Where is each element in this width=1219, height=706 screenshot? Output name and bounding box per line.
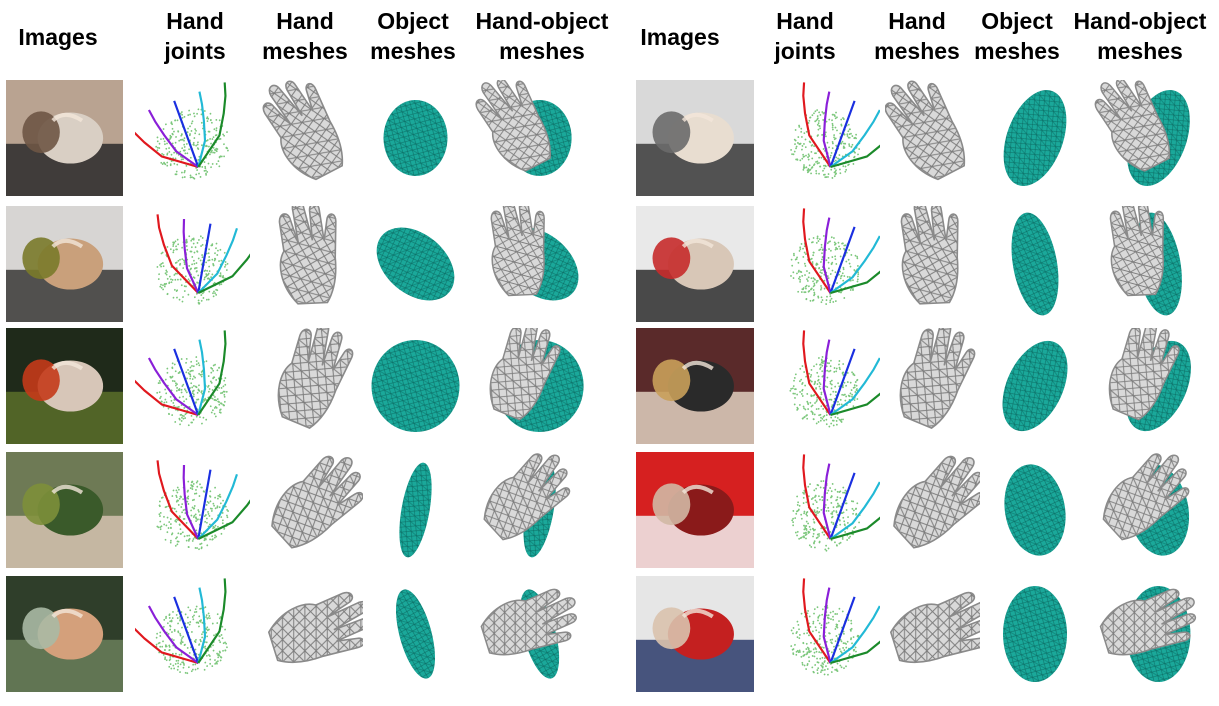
hand-skeleton bbox=[780, 578, 880, 681]
hand-joints-left-2 bbox=[135, 206, 250, 322]
object-mesh-right-3 bbox=[990, 328, 1080, 444]
header-images-left: Images bbox=[8, 22, 108, 52]
input-image-right-3 bbox=[636, 328, 754, 444]
object-mesh bbox=[990, 331, 1080, 442]
object-mesh bbox=[992, 81, 1079, 194]
hand-joints-left-3 bbox=[135, 328, 250, 444]
input-image-right-2 bbox=[636, 206, 754, 322]
hand-mesh-left-2 bbox=[258, 206, 363, 322]
hand-joints-right-5 bbox=[770, 576, 880, 692]
hand-mesh bbox=[885, 452, 980, 565]
object-mesh-left-5 bbox=[368, 576, 463, 692]
hand-skeleton bbox=[780, 82, 880, 185]
object-mesh bbox=[372, 340, 460, 432]
hand-mesh bbox=[261, 452, 363, 565]
hand-mesh bbox=[264, 206, 356, 312]
hand-mesh bbox=[273, 328, 357, 433]
input-image-left-5 bbox=[6, 576, 123, 692]
hand-object-mesh-left-5 bbox=[470, 576, 590, 692]
object-mesh-left-2 bbox=[368, 206, 463, 322]
header-hand-meshes-left: Hand meshes bbox=[250, 6, 360, 66]
hand-mesh-right-3 bbox=[885, 328, 980, 444]
header-hand-object-meshes-left: Hand-object meshes bbox=[462, 6, 622, 66]
hand-skeleton bbox=[135, 330, 249, 433]
input-image-right-5 bbox=[636, 576, 754, 692]
object-mesh bbox=[368, 213, 463, 316]
header-object-meshes-right: Object meshes bbox=[962, 6, 1072, 66]
hand-object-mesh-right-3 bbox=[1090, 328, 1208, 444]
hand-mesh bbox=[886, 206, 978, 312]
object-mesh bbox=[388, 585, 443, 682]
hand-object-mesh-right-5 bbox=[1090, 576, 1208, 692]
point-cloud bbox=[146, 225, 239, 316]
hand-skeleton bbox=[145, 214, 250, 302]
hand-mesh bbox=[885, 80, 980, 190]
hand-skeleton bbox=[135, 82, 249, 185]
hand-skeleton bbox=[780, 454, 880, 557]
hand-object-mesh-left-3 bbox=[470, 328, 590, 444]
hand-skeleton bbox=[145, 460, 250, 548]
hand-joints-right-1 bbox=[770, 80, 880, 196]
hand-mesh-right-1 bbox=[885, 80, 980, 196]
header-object-meshes-left: Object meshes bbox=[358, 6, 468, 66]
object-mesh-right-1 bbox=[990, 80, 1080, 196]
object-mesh-right-2 bbox=[990, 206, 1080, 322]
hand-object-mesh-right-2 bbox=[1090, 206, 1208, 322]
hand-object-mesh-left-1 bbox=[470, 80, 590, 196]
hand-joints-right-3 bbox=[770, 328, 880, 444]
object-mesh bbox=[997, 459, 1072, 560]
header-hand-object-meshes-right: Hand-object meshes bbox=[1062, 6, 1218, 66]
point-cloud bbox=[145, 471, 238, 561]
hand-mesh-right-4 bbox=[885, 452, 980, 568]
hand-object-mesh-left-2 bbox=[470, 206, 590, 322]
hand-mesh bbox=[258, 80, 363, 190]
input-image-left-4 bbox=[6, 452, 123, 568]
object-mesh bbox=[384, 100, 448, 176]
hand-object-mesh-right-4 bbox=[1090, 452, 1208, 568]
hand-mesh-right-5 bbox=[885, 576, 980, 692]
header-hand-joints-right: Hand joints bbox=[750, 6, 860, 66]
input-image-right-1 bbox=[636, 80, 754, 196]
hand-mesh-left-3 bbox=[258, 328, 363, 444]
object-mesh-left-4 bbox=[368, 452, 463, 568]
object-mesh-left-1 bbox=[368, 80, 463, 196]
hand-mesh bbox=[895, 328, 979, 433]
hand-mesh bbox=[885, 576, 980, 686]
object-mesh bbox=[393, 460, 437, 559]
object-mesh bbox=[1004, 209, 1065, 319]
object-mesh bbox=[1003, 586, 1067, 682]
input-image-left-1 bbox=[6, 80, 123, 196]
input-image-left-3 bbox=[6, 328, 123, 444]
header-images-right: Images bbox=[630, 22, 730, 52]
hand-joints-left-4 bbox=[135, 452, 250, 568]
hand-joints-left-1 bbox=[135, 80, 250, 196]
hand-joints-right-2 bbox=[770, 206, 880, 322]
object-mesh-right-5 bbox=[990, 576, 1080, 692]
header-hand-joints-left: Hand joints bbox=[140, 6, 250, 66]
hand-object-mesh-right-1 bbox=[1090, 80, 1208, 196]
hand-mesh-left-5 bbox=[258, 576, 363, 692]
object-mesh-right-4 bbox=[990, 452, 1080, 568]
point-cloud bbox=[146, 99, 239, 189]
hand-joints-right-4 bbox=[770, 452, 880, 568]
hand-object-mesh-left-4 bbox=[470, 452, 590, 568]
hand-mesh bbox=[259, 576, 363, 686]
object-mesh-left-3 bbox=[368, 328, 463, 444]
input-image-right-4 bbox=[636, 452, 754, 568]
hand-mesh-left-4 bbox=[258, 452, 363, 568]
hand-skeleton bbox=[135, 578, 249, 681]
header-hand-meshes-right: Hand meshes bbox=[862, 6, 972, 66]
hand-mesh-left-1 bbox=[258, 80, 363, 196]
input-image-left-2 bbox=[6, 206, 123, 322]
hand-joints-left-5 bbox=[135, 576, 250, 692]
hand-mesh-right-2 bbox=[885, 206, 980, 322]
